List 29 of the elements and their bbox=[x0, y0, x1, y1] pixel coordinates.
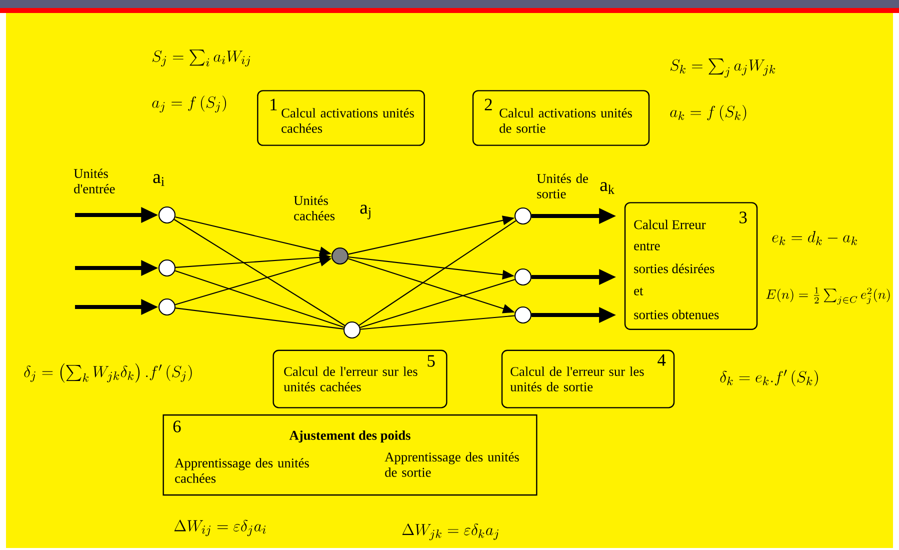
neuron-circle bbox=[158, 206, 176, 224]
formula: $\delta_k = e_k . f'\left(S_k\right)$ bbox=[720, 370, 818, 386]
process-box: 6 Ajustement des poids Apprentissage des unités cachées Apprentissage des unités de sortie bbox=[162, 414, 538, 496]
formula: $a_k = f\left(S_k\right)$ bbox=[670, 105, 746, 122]
neuron-circle bbox=[343, 321, 361, 339]
activation-label: a$_{i}$ bbox=[153, 174, 164, 186]
process-box: 2 Calcul activations unités de sortie bbox=[472, 90, 650, 146]
formula: $S_k = \sum_j a_j W_{jk}$ bbox=[670, 58, 776, 78]
activation-label: a$_{k}$ bbox=[600, 182, 614, 194]
formula: $\delta_j = \left(\sum_k W_{jk}\delta_k\right).f'\left(S_j\right)$ bbox=[24, 363, 192, 383]
layer-label: Unités d'entrée bbox=[74, 168, 115, 194]
neuron-circle bbox=[158, 298, 176, 316]
layer-label: Unités cachées bbox=[294, 196, 335, 220]
neuron-circle bbox=[331, 247, 349, 265]
formula: $\Delta W_{ij} = \varepsilon\delta_j a_i$ bbox=[174, 520, 266, 536]
process-box: 1 Calcul activations unités cachées bbox=[257, 90, 425, 146]
formula: $S_j = \sum_i a_i W_{ij}$ bbox=[152, 50, 250, 66]
neuron-circle bbox=[514, 306, 532, 324]
formula: $a_j = f\left(S_j\right)$ bbox=[152, 96, 226, 112]
formula: $\Delta W_{jk} = \varepsilon\delta_k a_j$ bbox=[402, 524, 498, 540]
neuron-circle bbox=[514, 207, 532, 225]
process-box: Calcul Erreur 3 entre sorties désirées et sorties obtenues bbox=[624, 202, 758, 330]
layer-label: Unités de sortie bbox=[536, 174, 588, 198]
process-box: Calcul de l'erreur sur les unités cachées 5 bbox=[272, 350, 448, 408]
neuron-circle bbox=[158, 259, 176, 277]
process-box: Calcul de l'erreur sur les unités de sortie 4 bbox=[501, 350, 675, 408]
formula: $e_k = d_k - a_k$ bbox=[772, 231, 857, 246]
neuron-circle bbox=[514, 268, 532, 286]
activation-label: a$_{j}$ bbox=[360, 204, 370, 220]
